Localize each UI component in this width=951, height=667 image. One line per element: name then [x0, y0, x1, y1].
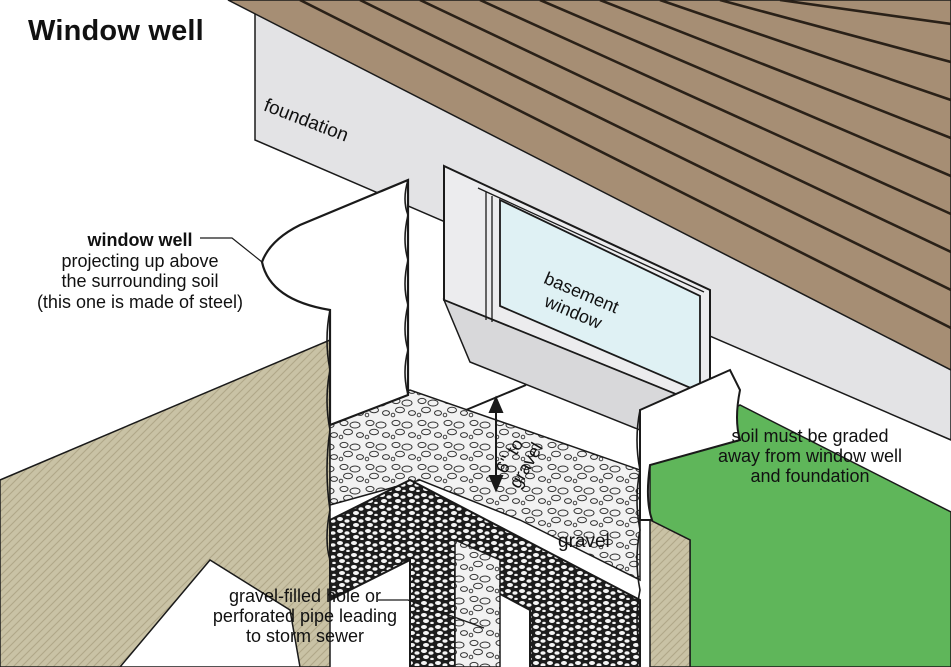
hole-line2: perforated pipe leading	[212, 606, 398, 627]
hole-line3: to storm sewer	[245, 626, 365, 647]
diagram-title: Window well	[28, 15, 204, 47]
window-well-callout: window well projecting up above the surr…	[14, 230, 266, 312]
soil-cutaway	[119, 559, 301, 667]
siding-lines	[299, 0, 951, 330]
dimension-arrow	[465, 384, 527, 493]
graded-soil-label: soil must be graded away from window wel…	[712, 426, 908, 486]
well-wall-left	[260, 178, 410, 427]
gravel-hole-label: gravel-filled hole or perforated pipe le…	[210, 586, 400, 646]
foundation-wall	[254, 0, 951, 441]
hole-line1: gravel-filled hole or	[228, 586, 382, 606]
gravel-hole-leader	[378, 599, 485, 629]
soil-line1: soil must be graded	[731, 426, 889, 446]
house-siding	[227, 0, 951, 371]
window-well-leader	[200, 237, 263, 263]
soil-right-section	[649, 518, 691, 667]
soil-line3: and foundation	[750, 466, 870, 487]
window-sash	[477, 187, 705, 322]
trench-core	[454, 538, 501, 667]
window-well-line2: projecting up above	[61, 250, 219, 271]
well-wall-right-edge	[636, 409, 641, 651]
well-wall-left-edge	[404, 179, 409, 396]
well-wall-right	[639, 368, 742, 521]
soil-line2: away from window well	[717, 446, 903, 467]
window-well-line3: the surrounding soil	[61, 271, 219, 292]
well-wall-left-front	[326, 309, 331, 561]
gravel-floor	[329, 389, 641, 582]
gravel-label: gravel	[558, 531, 610, 552]
window-well-line4: (this one is made of steel)	[36, 291, 244, 312]
window-well-heading: window well	[87, 230, 193, 250]
